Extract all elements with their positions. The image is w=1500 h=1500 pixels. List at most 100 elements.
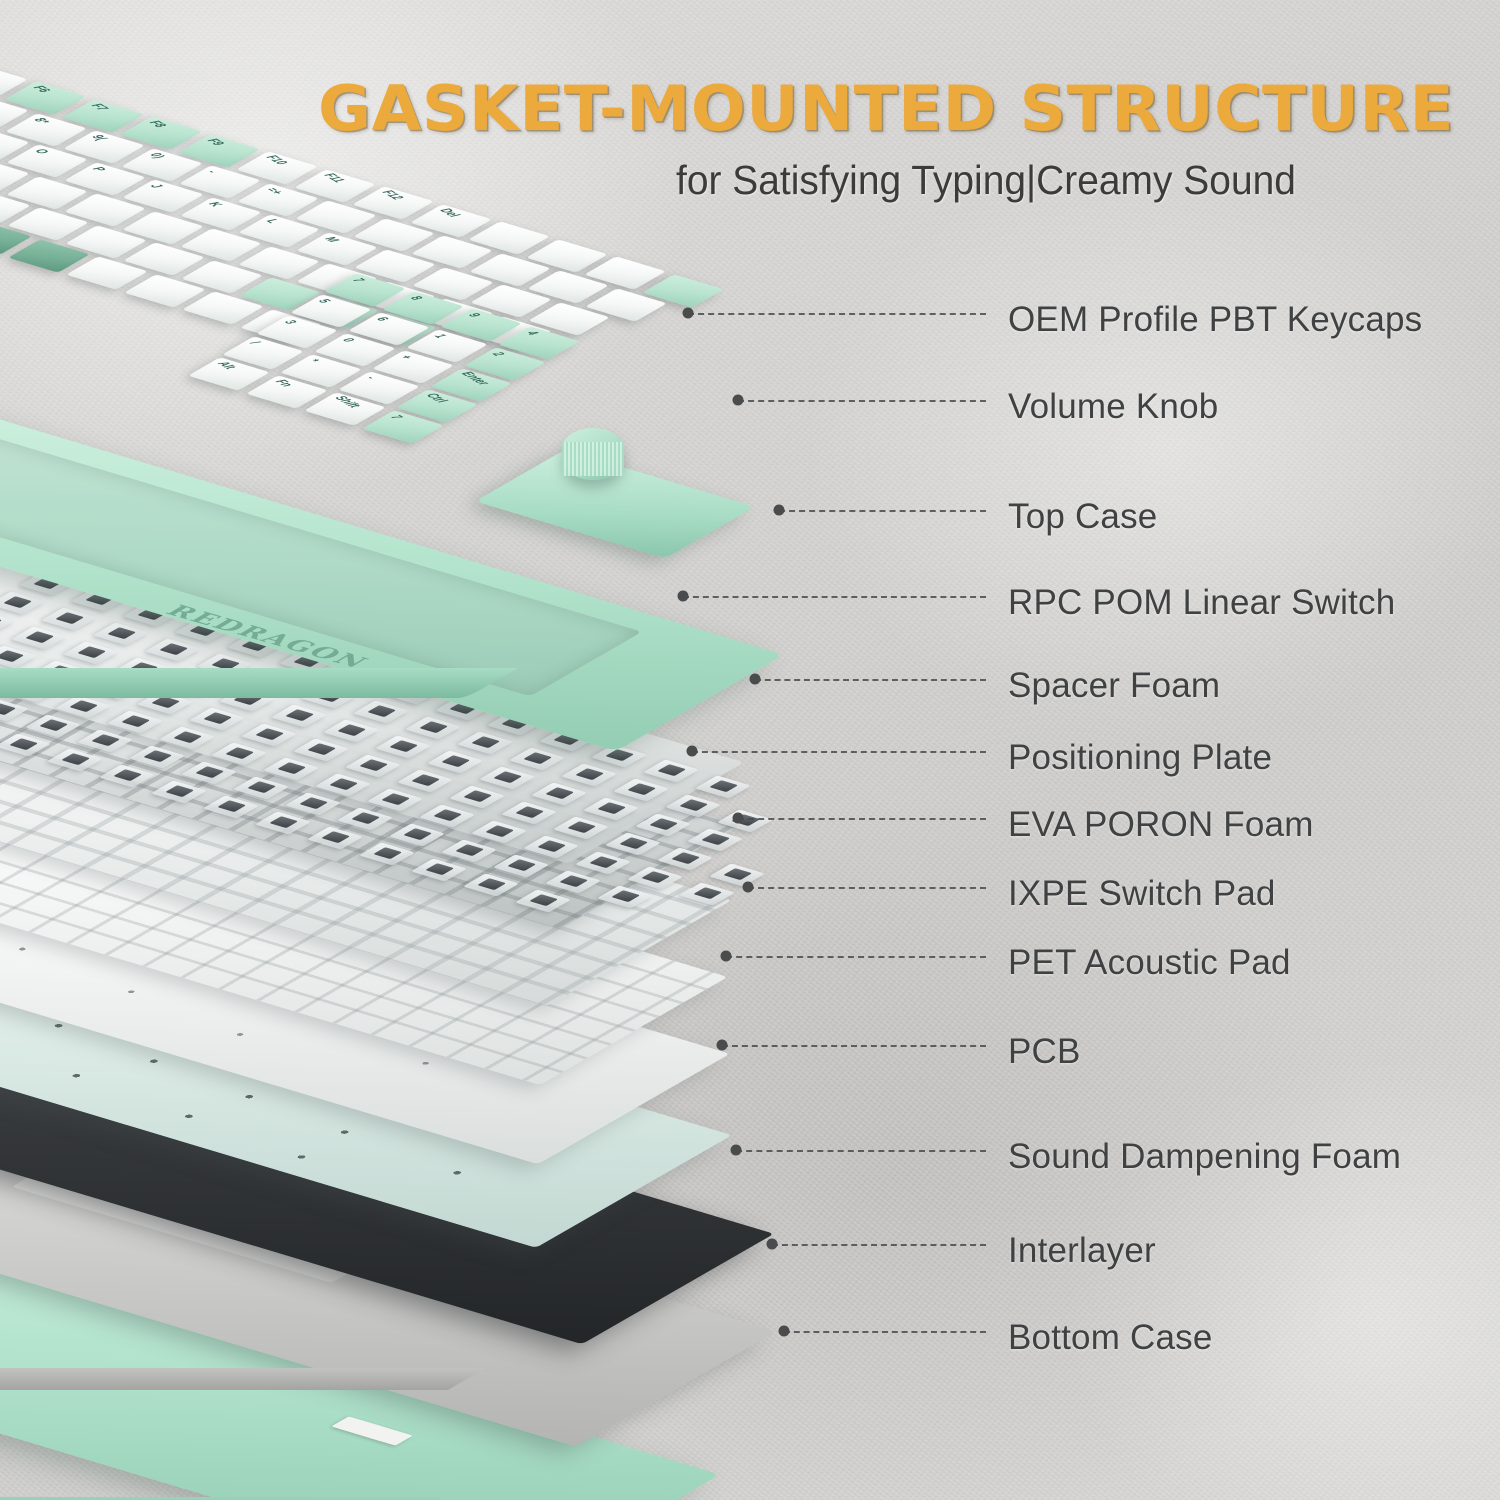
keycap-legend: 0) (145, 151, 168, 159)
keycap-legend: 8* (29, 116, 52, 125)
callout-label-positioning-plate: Positioning Plate (1008, 738, 1273, 777)
keycap-legend: F11 (320, 172, 348, 183)
leader-line-interlayer (772, 1244, 986, 1246)
switch-stem (425, 862, 455, 875)
switch-stem (619, 836, 649, 849)
leader-dot-dampening-foam (730, 1144, 742, 1156)
leader-line-spacer-foam (755, 679, 986, 681)
switch-stem (693, 887, 723, 900)
switch-stem (545, 786, 575, 799)
callout-label-volume-knob: Volume Knob (1008, 387, 1219, 426)
mechanical-switch (418, 804, 476, 828)
switch-stem (649, 817, 679, 830)
leader-dot-pet-acoustic-pad (720, 950, 732, 962)
leader-dot-switch (677, 590, 689, 602)
mechanical-switch (492, 854, 550, 878)
switch-stem (321, 831, 351, 844)
mechanical-switch (664, 794, 722, 818)
switch-stem (627, 783, 657, 796)
keycap-legend: F10 (262, 154, 291, 166)
callout-label-pet-acoustic-pad: PET Acoustic Pad (1008, 943, 1291, 982)
switch-stem (455, 843, 485, 856)
mechanical-switch (500, 801, 558, 825)
switch-stem (329, 777, 359, 790)
mechanical-switch (552, 816, 610, 840)
leader-dot-eva-poron-foam (732, 812, 744, 824)
callout-label-bottom-case: Bottom Case (1008, 1318, 1213, 1357)
switch-stem (567, 821, 597, 834)
mechanical-switch (470, 820, 528, 844)
callout-label-pcb: PCB (1008, 1032, 1081, 1071)
keycap-legend: O (30, 148, 52, 155)
mechanical-switch (284, 792, 342, 816)
switch-stem (641, 871, 671, 884)
mechanical-switch (716, 809, 774, 833)
mechanical-switch (336, 807, 394, 831)
callout-label-dampening-foam: Sound Dampening Foam (1008, 1137, 1402, 1176)
leader-line-dampening-foam (736, 1150, 986, 1152)
switch-stem (597, 802, 627, 815)
keycap-legend: - (361, 375, 380, 381)
keycap-legend: 0 (338, 336, 358, 343)
keycap-legend: 9( (87, 134, 110, 142)
leader-dot-bottom-case (778, 1325, 790, 1337)
switch-stem (529, 893, 559, 906)
keycap-legend: Fn (271, 378, 296, 388)
mechanical-switch (582, 797, 640, 821)
leader-line-top-case (779, 510, 986, 512)
mechanical-switch (522, 835, 580, 859)
leader-dot-top-case (773, 504, 785, 516)
switch-stem (559, 874, 589, 887)
leader-dot-volume-knob (732, 394, 744, 406)
mechanical-switch (544, 870, 602, 894)
mechanical-switch (314, 773, 372, 797)
switch-stem (709, 779, 739, 792)
volume-knob[interactable] (562, 428, 624, 480)
keycap-legend: 2 (488, 350, 508, 357)
keycap-legend: + (396, 354, 416, 361)
keycap-legend: 8 (406, 294, 426, 301)
keycap-legend: Alt (213, 360, 239, 371)
switch-stem (611, 890, 641, 903)
leader-dot-interlayer (766, 1238, 778, 1250)
mechanical-switch (708, 863, 766, 887)
keycap-legend: Ctrl (422, 392, 451, 404)
callout-label-eva-poron-foam: EVA PORON Foam (1008, 805, 1314, 844)
leader-dot-keycaps (682, 307, 694, 319)
keycap-legend: 5 (314, 298, 334, 304)
mechanical-switch (232, 776, 290, 800)
mechanical-switch (530, 782, 588, 806)
keycap-legend: F12 (378, 189, 407, 201)
mechanical-switch (150, 780, 208, 804)
mechanical-switch (410, 858, 468, 882)
switch-stem (679, 798, 709, 811)
keycap-legend: =+ (262, 186, 287, 195)
keycap-legend: Shift (330, 395, 364, 409)
mechanical-switch (604, 832, 662, 856)
leader-line-ixpe-switch-pad (748, 887, 986, 889)
switch-stem (493, 771, 523, 784)
callout-label-spacer-foam: Spacer Foam (1008, 666, 1221, 705)
mechanical-switch (612, 778, 670, 802)
leader-line-switch (683, 596, 986, 598)
keycap-legend: 3 (280, 319, 300, 325)
leader-dot-spacer-foam (749, 673, 761, 685)
mechanical-switch (254, 811, 312, 835)
leader-line-pet-acoustic-pad (726, 956, 986, 958)
switch-stem (403, 828, 433, 841)
switch-stem (477, 878, 507, 891)
mechanical-switch (358, 842, 416, 866)
leader-dot-ixpe-switch-pad (742, 881, 754, 893)
callout-label-interlayer: Interlayer (1008, 1231, 1156, 1270)
keycap-legend: 4 (522, 329, 542, 336)
switch-stem (485, 824, 515, 837)
mechanical-switch (686, 828, 744, 852)
mechanical-switch (626, 866, 684, 890)
callout-label-ixpe-switch-pad: IXPE Switch Pad (1008, 874, 1276, 913)
keycap-legend: * (304, 357, 322, 363)
switch-stem (589, 855, 619, 868)
leader-line-volume-knob (738, 400, 986, 402)
leader-line-keycaps (688, 313, 986, 315)
mechanical-switch (694, 775, 752, 799)
